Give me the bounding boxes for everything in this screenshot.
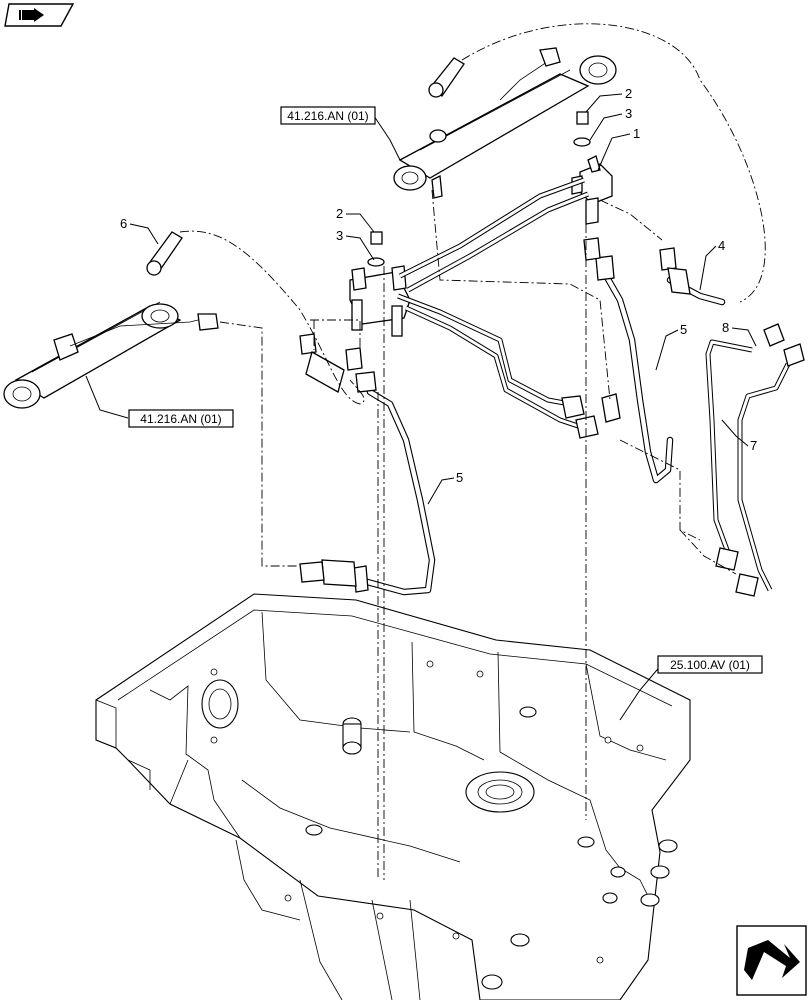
callout-7: 7 [750, 438, 757, 453]
callout-5-right: 5 [680, 322, 687, 337]
leader-lines [85, 93, 757, 721]
bolt-part-2-mid [370, 231, 383, 245]
callout-2-mid: 2 [336, 206, 343, 221]
valve-block-part-1 [571, 155, 613, 225]
callout-3-top: 3 [625, 106, 632, 121]
pipe-couplings [561, 393, 621, 439]
hose-part-5-left [299, 388, 436, 596]
top-steering-cylinder [393, 47, 617, 199]
pin-part-6 [146, 231, 183, 276]
next-page-arrow-icon[interactable] [736, 925, 807, 996]
svg-text:41.216.AN (01): 41.216.AN (01) [287, 109, 368, 123]
book-navigation-icon[interactable] [4, 3, 75, 27]
svg-text:41.216.AN (01): 41.216.AN (01) [140, 412, 221, 426]
callout-numbers: 1 2 3 2 3 4 5 5 6 7 8 [120, 86, 757, 485]
pipe-part-7 [705, 339, 753, 571]
bolt-part-2-top [576, 111, 589, 125]
assembly-dashed-lines [179, 23, 766, 880]
reference-label-cylinder-left[interactable]: 41.216.AN (01) [128, 409, 234, 428]
callout-6: 6 [120, 216, 127, 231]
callout-8: 8 [722, 320, 729, 335]
washer-part-3-top [573, 137, 591, 147]
hose-part-4 [659, 247, 726, 306]
callout-5-left: 5 [456, 470, 463, 485]
reference-label-axle-housing[interactable]: 25.100.AV (01) [657, 655, 763, 674]
rigid-pipes-upper [397, 177, 589, 431]
top-cylinder-pin [428, 57, 465, 98]
left-hose-fittings [299, 333, 377, 393]
left-steering-cylinder [3, 301, 219, 409]
callout-3-mid: 3 [336, 228, 343, 243]
svg-text:25.100.AV (01): 25.100.AV (01) [670, 658, 750, 672]
washer-part-3-mid [367, 257, 385, 267]
callout-2-top: 2 [625, 86, 632, 101]
callout-4: 4 [718, 238, 725, 253]
valve-block-middle [349, 265, 411, 337]
reference-label-cylinder-top[interactable]: 41.216.AN (01) [280, 106, 376, 125]
callout-1: 1 [633, 126, 640, 141]
pipe-part-8 [735, 323, 805, 597]
axle-housing [95, 593, 691, 1000]
hose-part-5-right [583, 237, 674, 484]
